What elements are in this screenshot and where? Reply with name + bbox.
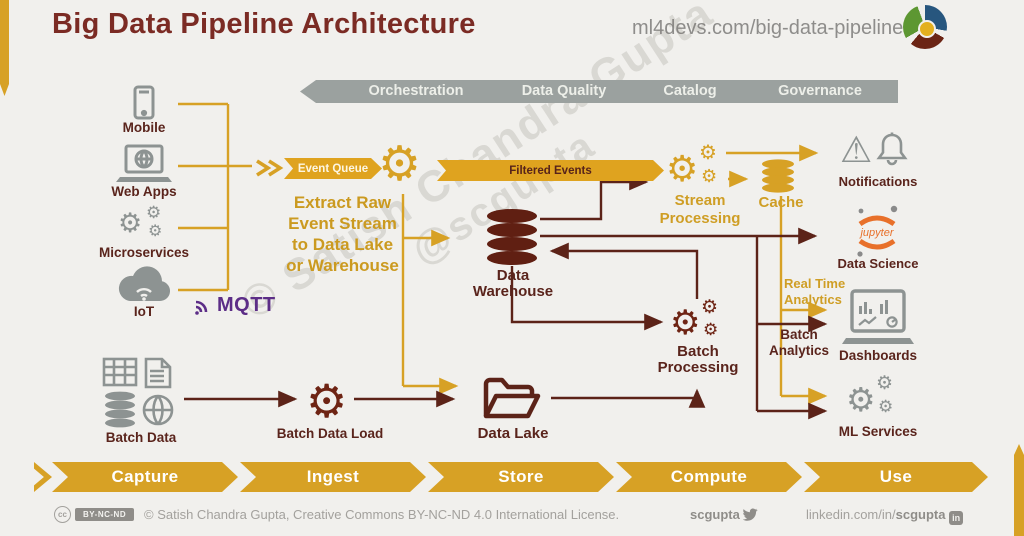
twitter-link[interactable]: scgupta	[690, 507, 759, 522]
license-text: © Satish Chandra Gupta, Creative Commons…	[144, 507, 620, 522]
data-science-label: Data Science	[837, 256, 919, 271]
gov-item-governance: Governance	[778, 83, 862, 99]
linkedin-handle[interactable]: scgupta	[895, 507, 946, 522]
governance-bar: Orchestration Data Quality Catalog Gover…	[300, 80, 898, 103]
source-label-web-apps: Web Apps	[111, 184, 177, 199]
batch-data-label: Batch Data	[105, 430, 177, 445]
dashboards-laptop-icon	[842, 288, 914, 355]
twitter-handle[interactable]: scgupta	[690, 507, 740, 522]
batch-data-icons	[100, 356, 180, 435]
gov-item-catalog: Catalog	[663, 83, 717, 99]
source-label-microservices: Microservices	[98, 245, 190, 260]
linkedin-icon: in	[949, 511, 964, 525]
mqtt-logo: MQTT	[194, 294, 276, 317]
stream-processing-gears-icon	[666, 143, 724, 191]
batch-data-load-label: Batch Data Load	[276, 426, 384, 441]
batch-processing-gears-icon	[670, 298, 726, 344]
cache-label: Cache	[758, 194, 804, 211]
filtered-events-label: Filtered Events	[509, 164, 592, 177]
batch-processing-label: Batch Processing	[657, 343, 739, 376]
data-lake-label: Data Lake	[477, 425, 549, 442]
mqtt-label: MQTT	[217, 294, 276, 316]
batch-analytics-label: Batch Analytics	[768, 327, 830, 358]
smartphone-icon	[124, 84, 164, 127]
stage-store: Store	[428, 462, 614, 492]
ml4devs-logo-icon	[903, 5, 947, 49]
stage-ingest-label: Ingest	[306, 467, 360, 486]
stage-store-label: Store	[498, 467, 544, 486]
ml-services-label: ML Services	[838, 424, 918, 439]
jupyter-logo-icon: jupyter	[852, 204, 902, 265]
event-queue-banner: Event Queue	[284, 158, 382, 179]
stage-compute-label: Compute	[670, 467, 748, 486]
data-lake-folder-icon	[480, 372, 544, 429]
ingest-gear-icon	[378, 141, 421, 189]
dashboards-label: Dashboards	[838, 348, 918, 363]
stream-processing-label: Stream Processing	[659, 192, 741, 227]
event-queue-label: Event Queue	[297, 162, 369, 175]
cc-license-badge: cc BY-NC-ND	[54, 506, 135, 523]
bell-icon	[876, 131, 908, 174]
logo-core	[918, 20, 936, 38]
extract-note: Extract Raw Event Stream to Data Lake or…	[286, 193, 399, 275]
linkedin-link[interactable]: linkedin.com/in/scgupta in	[806, 507, 964, 525]
laptop-globe-icon	[112, 143, 176, 194]
gov-item-orchestration: Orchestration	[368, 83, 464, 99]
batch-data-load-gear-icon	[306, 378, 347, 424]
stage-ingest: Ingest	[240, 462, 426, 492]
notifications-label: Notifications	[838, 174, 918, 189]
cc-pill: BY-NC-ND	[75, 508, 135, 521]
accent-bar-top-left	[0, 0, 9, 96]
gov-item-data-quality: Data Quality	[521, 83, 607, 99]
jupyter-wordmark: jupyter	[858, 227, 894, 239]
stage-compute: Compute	[616, 462, 802, 492]
page-title: Big Data Pipeline Architecture	[52, 8, 476, 40]
twitter-bird-icon	[743, 508, 759, 521]
source-label-mobile: Mobile	[122, 120, 166, 135]
warning-icon	[840, 132, 872, 168]
cc-circle-icon: cc	[54, 506, 71, 523]
filtered-events-banner: Filtered Events	[437, 160, 664, 181]
stage-capture-label: Capture	[111, 467, 179, 486]
source-label-iot: IoT	[133, 304, 155, 319]
data-warehouse-db-icon	[484, 208, 540, 271]
linkedin-url-prefix: linkedin.com/in/	[806, 507, 896, 522]
accent-bar-bottom-right	[1014, 444, 1024, 536]
stage-use: Use	[804, 462, 988, 492]
stage-use-label: Use	[879, 467, 913, 486]
stage-capture: Capture	[52, 462, 238, 492]
cloud-wifi-icon	[114, 263, 174, 310]
cache-db-icon	[759, 158, 797, 199]
mqtt-signal-icon	[195, 300, 208, 315]
data-warehouse-label: Data Warehouse	[472, 267, 554, 300]
site-url[interactable]: ml4devs.com/big-data-pipeline	[632, 17, 904, 39]
